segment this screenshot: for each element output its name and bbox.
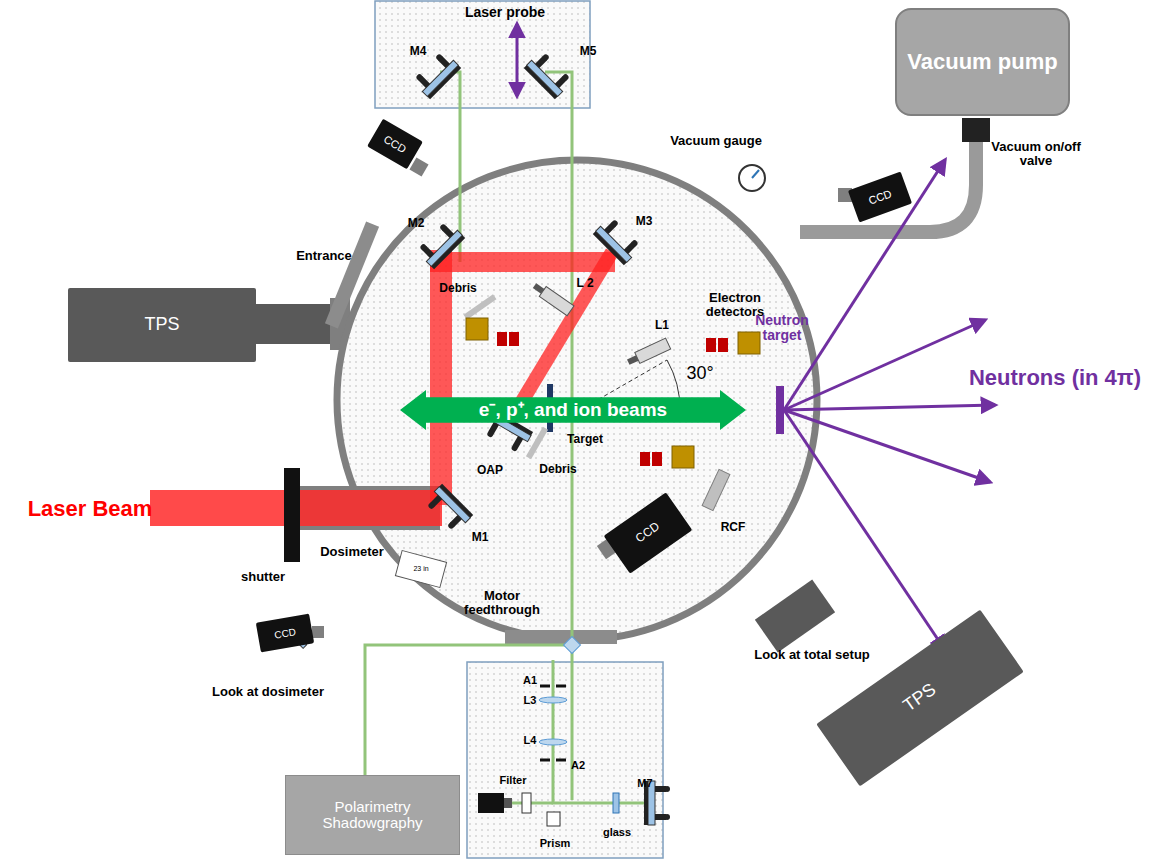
part-label: Target	[567, 433, 603, 446]
part-label: A1	[523, 674, 537, 686]
node-text: Polarimetry Shadowgraphy	[286, 799, 459, 832]
part-label: Look at total setup	[754, 648, 870, 662]
part-label: M1	[472, 531, 489, 544]
part-label: Laser Beam	[28, 497, 153, 521]
part-label: Neutron target	[742, 313, 822, 344]
node-text: CCD	[382, 133, 409, 155]
part-label: glass	[603, 826, 631, 838]
part-label: Prism	[540, 837, 571, 849]
diagnostic-box: Polarimetry Shadowgraphy	[285, 775, 460, 855]
part-label: Entrance	[296, 249, 352, 263]
node-text: CCD	[867, 187, 894, 207]
part-label: 30°	[686, 364, 713, 384]
part-label: Neutrons (in 4π)	[969, 366, 1141, 390]
part-label: Vacuum on/off valve	[991, 140, 1081, 169]
node-text: TPS	[900, 680, 940, 716]
part-label: Filter	[500, 774, 527, 786]
node-text: Vacuum pump	[907, 50, 1057, 74]
part-label: L1	[655, 319, 669, 332]
part-label: RCF	[721, 521, 746, 534]
part-label: L4	[524, 734, 537, 746]
tps-spectrometer: TPS	[816, 610, 1023, 787]
part-label: Motor feedthrough	[457, 589, 547, 618]
ccd-camera: CCD	[848, 171, 912, 222]
part-label: Vacuum gauge	[670, 134, 762, 148]
part-label: M3	[636, 215, 653, 228]
node-text: e⁻, p⁺, and ion beams	[479, 400, 667, 421]
part-label: M4	[410, 45, 427, 58]
part-label: Debris	[439, 282, 476, 295]
part-label: M5	[580, 45, 597, 58]
vacuum-pump: Vacuum pump	[895, 8, 1070, 116]
node-text: CCD	[634, 520, 663, 546]
part-label: 23 in	[413, 565, 428, 573]
tps-spectrometer: TPS	[68, 288, 256, 362]
part-label: Dosimeter	[320, 545, 384, 559]
node-text: TPS	[144, 315, 179, 335]
part-label: A2	[571, 759, 585, 771]
node-text: CCD	[273, 626, 296, 641]
part-label: Laser probe	[465, 5, 545, 20]
part-label: L3	[524, 694, 537, 706]
beam-arrow: e⁻, p⁺, and ion beams	[400, 390, 746, 430]
part-label: Debris	[539, 463, 576, 476]
part-label: OAP	[477, 464, 503, 477]
part-label: L 2	[576, 277, 593, 290]
part-label: Look at dosimeter	[212, 685, 324, 699]
part-label: M2	[408, 217, 425, 230]
part-label: shutter	[241, 570, 285, 584]
part-label: M7	[637, 777, 652, 789]
